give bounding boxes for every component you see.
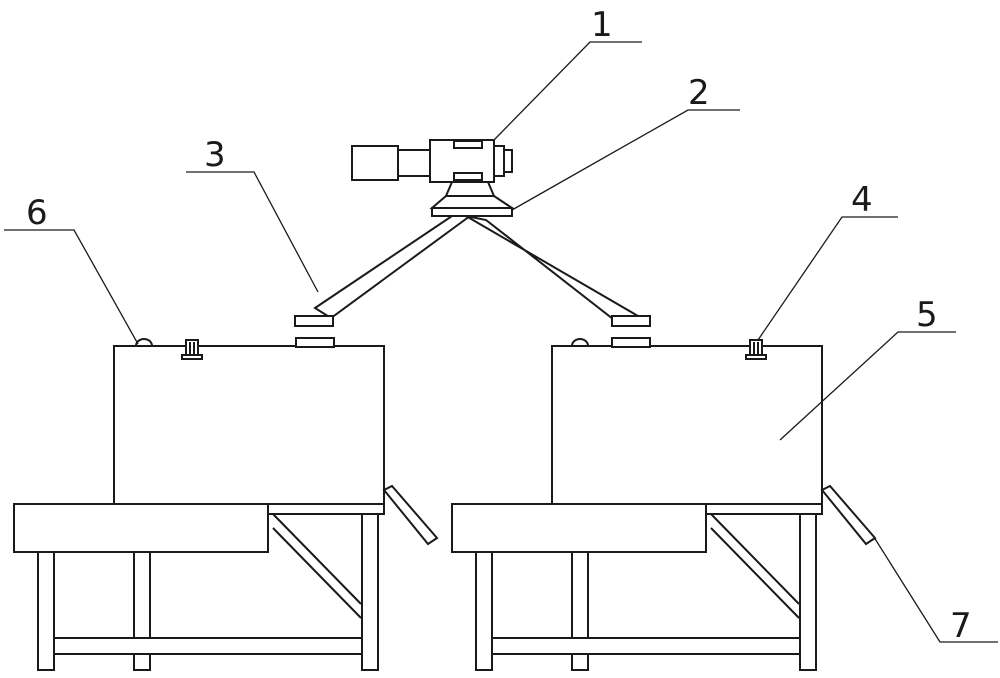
left-machine xyxy=(13,337,439,671)
callout-3: 3 xyxy=(204,135,226,175)
motor-assembly xyxy=(351,139,516,217)
callout-4: 4 xyxy=(851,180,873,220)
callout-6: 6 xyxy=(26,193,48,233)
callout-1: 1 xyxy=(591,5,613,45)
callout-2: 2 xyxy=(688,73,710,113)
right-machine xyxy=(451,337,877,671)
leader-lines xyxy=(4,41,998,643)
callout-7: 7 xyxy=(950,606,972,646)
callout-numbers: 1 2 3 4 5 6 7 xyxy=(26,5,972,646)
distribution-chutes xyxy=(294,215,651,328)
callout-5: 5 xyxy=(916,295,938,335)
